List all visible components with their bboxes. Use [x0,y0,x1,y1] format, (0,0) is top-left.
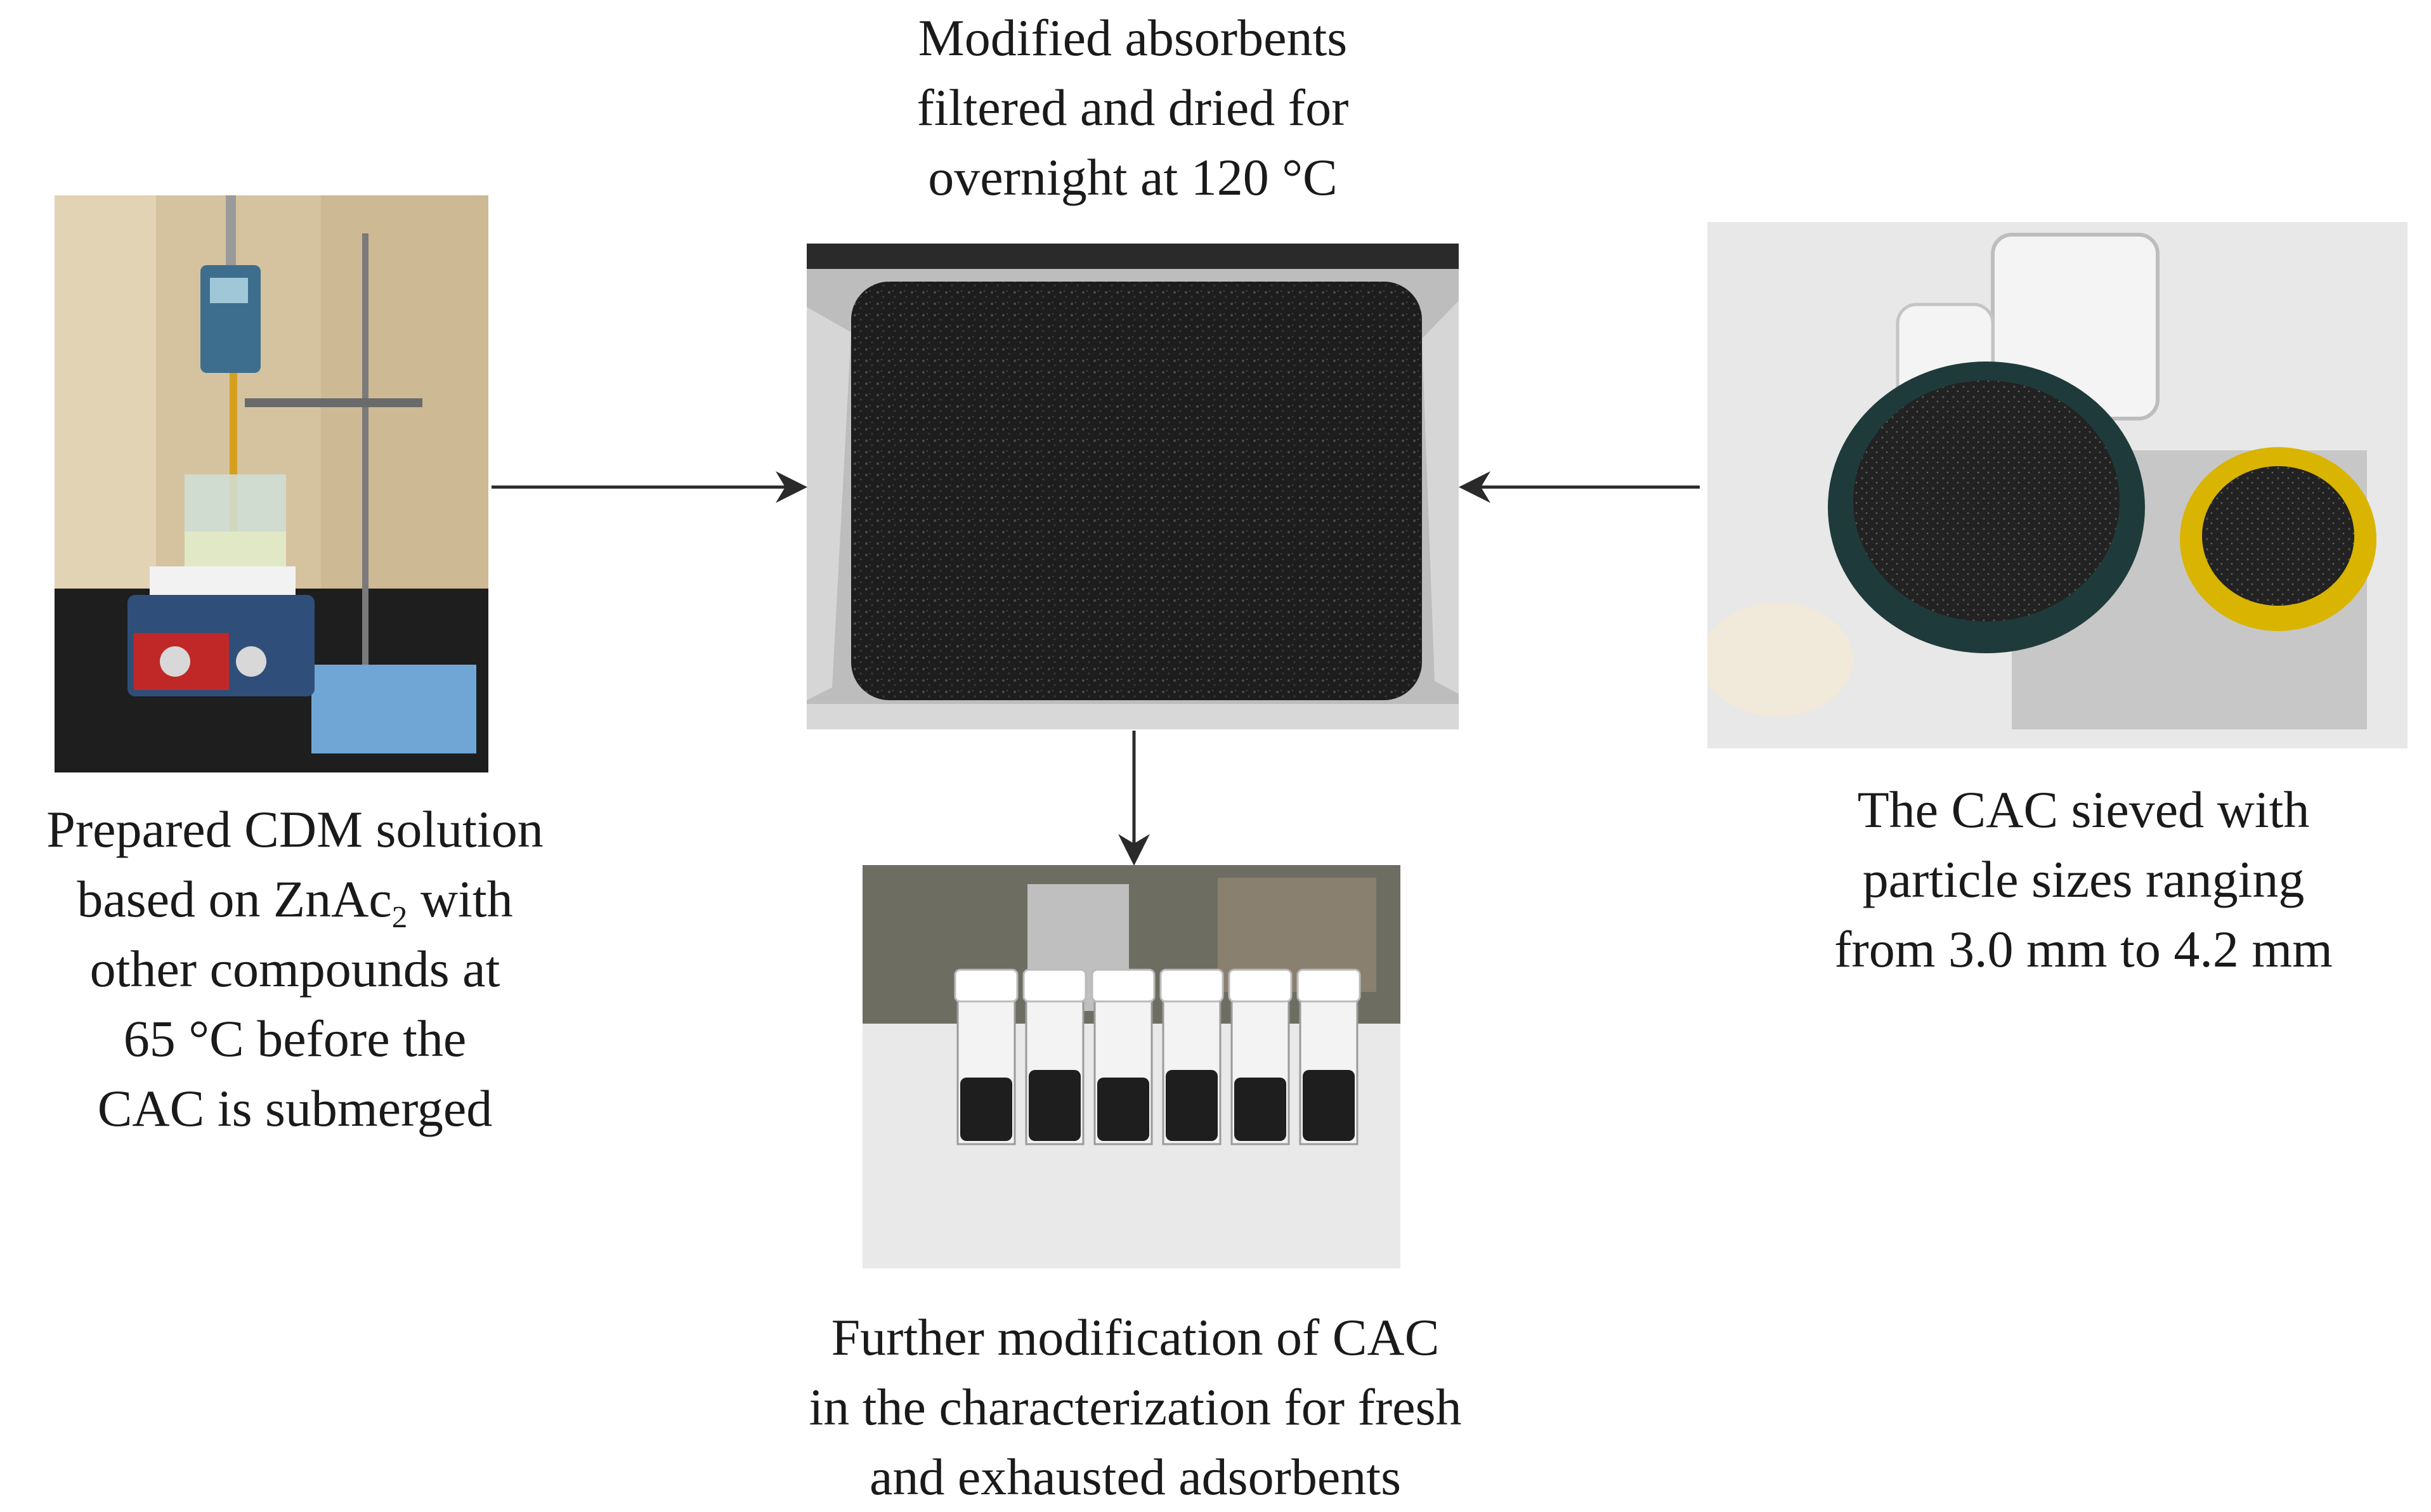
photo-stirrer-setup [55,195,488,772]
caption-line: and exhausted adsorbents [870,1448,1401,1506]
caption-further-modification: Further modification of CAC in the chara… [729,1303,1541,1512]
caption-line: Modified absorbents [918,9,1348,67]
photo-dried-adsorbent-tray [807,244,1459,729]
caption-line: Further modification of CAC [831,1308,1440,1366]
caption-cac-sieved: The CAC sieved with particle sizes rangi… [1763,775,2404,984]
photo-cac-sieving [1707,222,2408,748]
caption-line: from 3.0 mm to 4.2 mm [1834,920,2333,978]
photo-sample-vials [863,865,1400,1268]
caption-line: filtered and dried for [916,79,1349,136]
caption-dried-adsorbents: Modified absorbents filtered and dried f… [824,3,1441,212]
caption-line: The CAC sieved with [1857,781,2310,838]
caption-line: other compounds at [89,940,500,998]
caption-line: based on ZnAc2 with [77,870,513,935]
caption-line: CAC is submerged [97,1079,493,1137]
caption-line: Prepared CDM solution [46,800,544,858]
caption-line: 65 °C before the [123,1010,467,1067]
caption-cdm-solution: Prepared CDM solution based on ZnAc2 wit… [0,795,590,1144]
caption-line: particle sizes ranging [1862,850,2305,908]
caption-line: in the characterization for fresh [809,1378,1462,1436]
caption-line: overnight at 120 °C [928,148,1338,206]
